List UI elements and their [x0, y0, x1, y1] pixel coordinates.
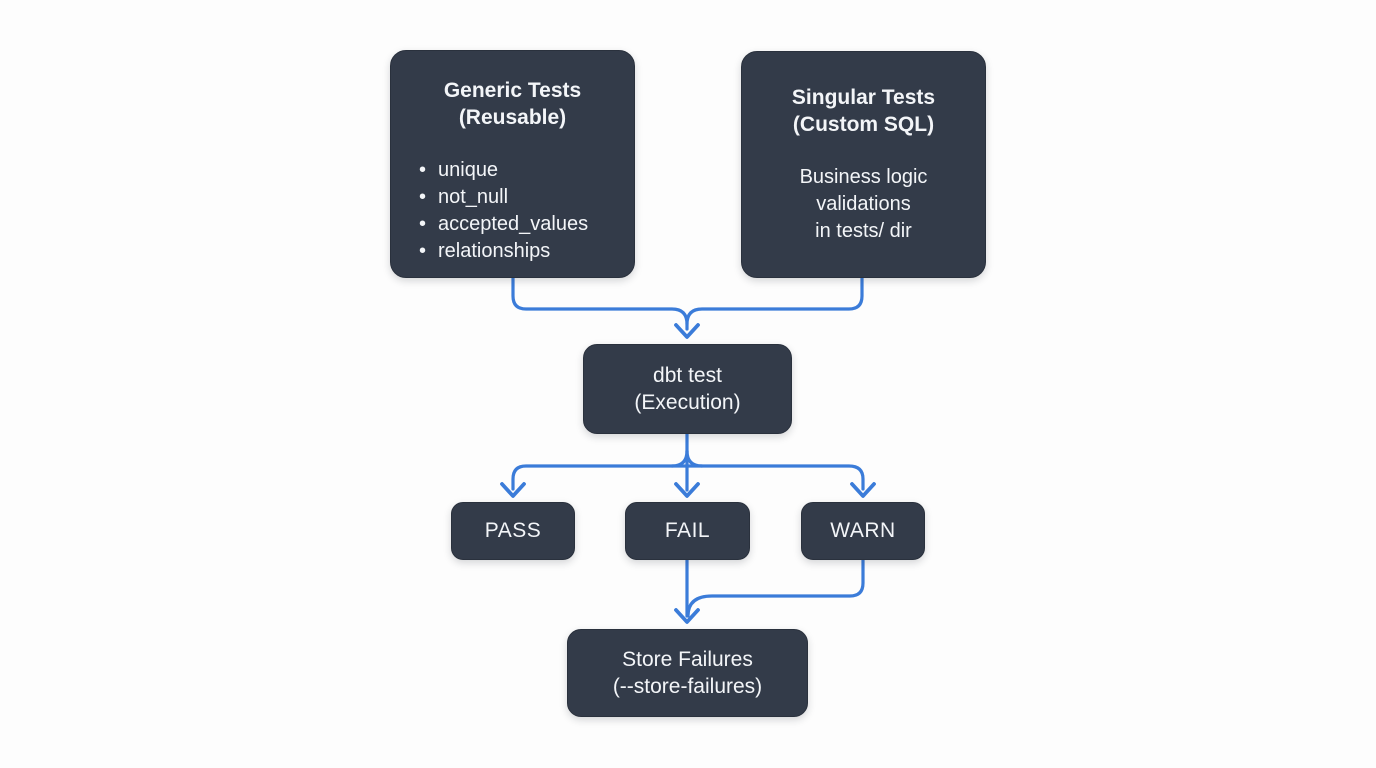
bullet-not-null: not_null	[419, 184, 588, 211]
singular-tests-description: Business logic validations in tests/ dir	[800, 164, 928, 245]
arrowhead-fail	[674, 482, 700, 498]
bullet-accepted-values: accepted_values	[419, 211, 588, 238]
arrowhead-warn	[850, 482, 876, 498]
edge-branch-fillet-left	[670, 449, 689, 468]
generic-tests-title-line1: Generic Tests	[443, 79, 582, 102]
singular-tests-description-line1: Business logic	[799, 166, 928, 188]
generic-tests-bullet-list: unique not_null accepted_values relation…	[419, 157, 588, 265]
dbt-test-title-line1: dbt test	[653, 364, 722, 387]
fail-label: FAIL	[664, 519, 711, 542]
singular-tests-description-line3: in tests/ dir	[815, 220, 912, 242]
singular-tests-title-line2: (Custom SQL)	[792, 113, 935, 136]
store-failures-title: Store Failures (--store-failures)	[613, 646, 762, 700]
warn-label: WARN	[830, 519, 896, 542]
arrowhead-dbt	[674, 323, 700, 339]
arrowhead-store	[674, 608, 700, 624]
edge-warn-to-store	[686, 558, 865, 618]
store-failures-title-line2: (--store-failures)	[612, 675, 763, 698]
store-failures-title-line1: Store Failures	[622, 648, 753, 671]
generic-tests-title: Generic Tests (Reusable)	[444, 77, 581, 131]
edge-generic-to-dbt	[511, 276, 689, 331]
singular-tests-description-line2: validations	[816, 193, 911, 215]
bullet-relationships: relationships	[419, 238, 588, 265]
pass-label: PASS	[484, 519, 542, 542]
arrowhead-pass	[500, 482, 526, 498]
singular-tests-title-line1: Singular Tests	[791, 86, 936, 109]
node-store-failures: Store Failures (--store-failures)	[567, 629, 808, 717]
node-pass: PASS	[451, 502, 575, 560]
node-generic-tests: Generic Tests (Reusable) unique not_null…	[390, 50, 635, 278]
node-singular-tests: Singular Tests (Custom SQL) Business log…	[741, 51, 986, 278]
edge-singular-to-dbt	[685, 276, 864, 326]
bullet-unique: unique	[419, 157, 588, 184]
edge-branch-bar	[511, 464, 865, 491]
node-warn: WARN	[801, 502, 925, 560]
dbt-test-title-line2: (Execution)	[634, 391, 741, 414]
node-dbt-test: dbt test (Execution)	[583, 344, 792, 434]
node-fail: FAIL	[625, 502, 750, 560]
dbt-test-title: dbt test (Execution)	[634, 362, 740, 416]
singular-tests-title: Singular Tests (Custom SQL)	[792, 84, 935, 138]
generic-tests-title-line2: (Reusable)	[458, 106, 567, 129]
edge-branch-fillet-right	[685, 449, 704, 468]
